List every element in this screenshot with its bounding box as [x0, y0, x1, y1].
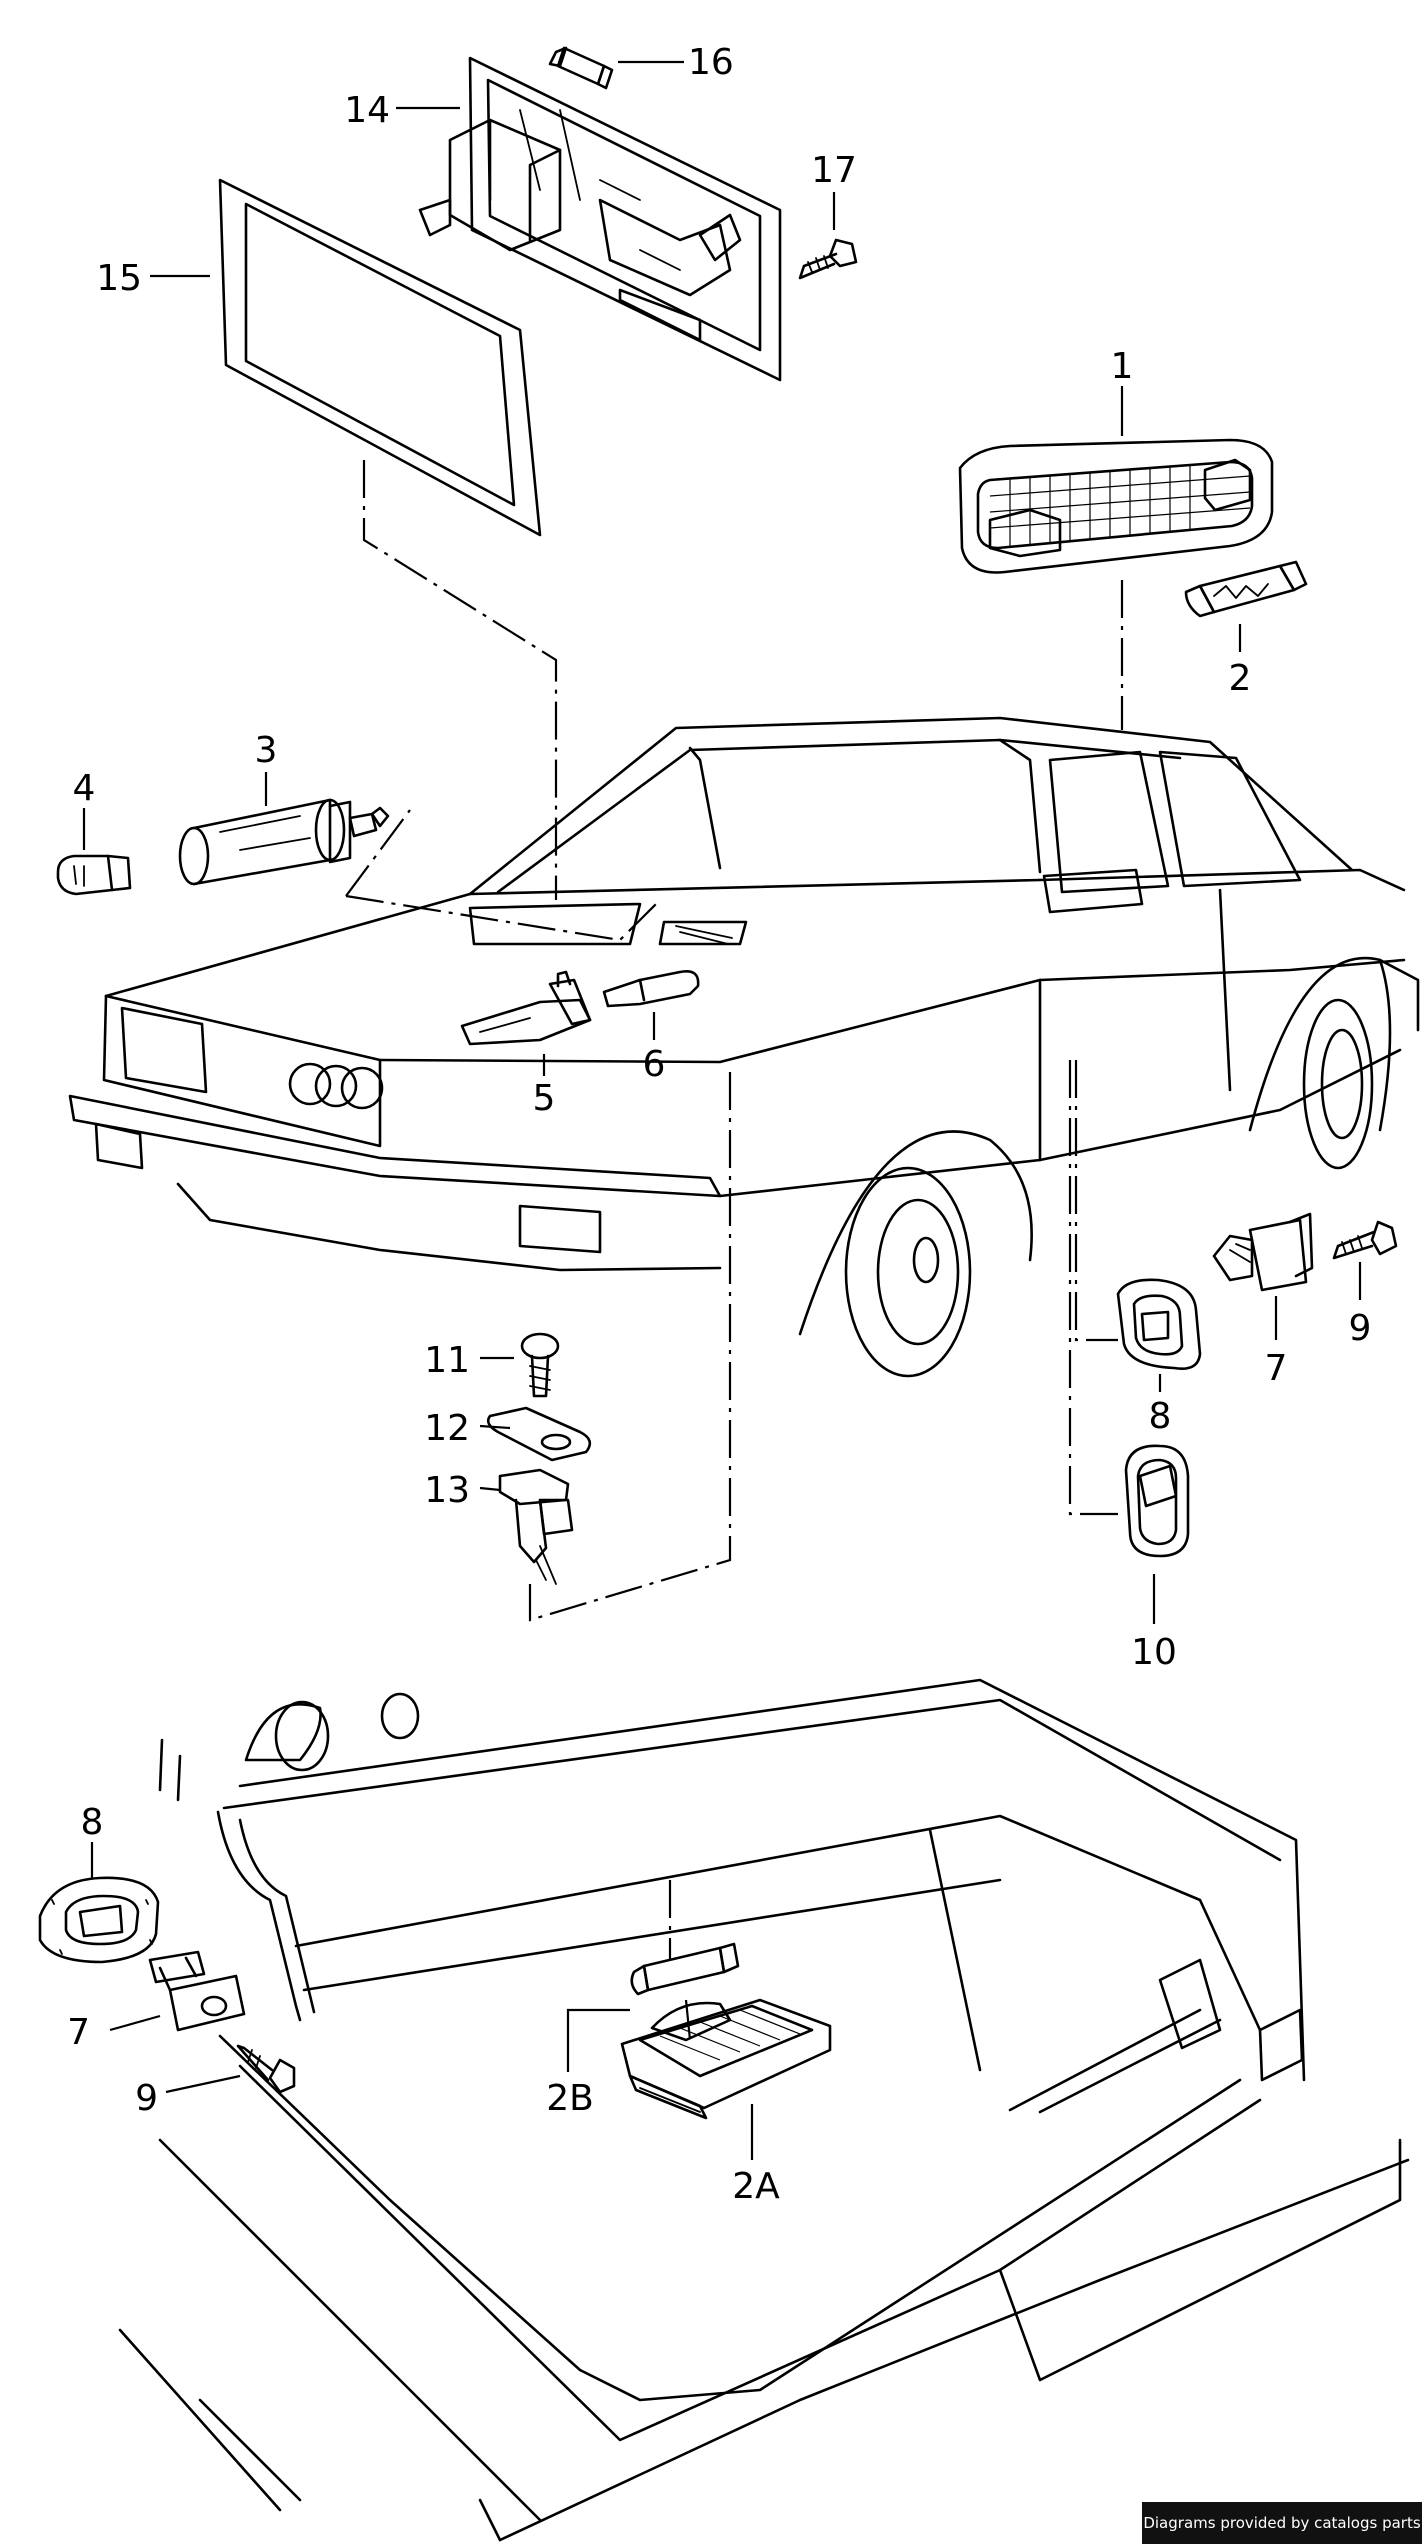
credit-badge: Diagrams provided by catalogs parts: [1142, 2502, 1422, 2544]
part-11-screw: [520, 1332, 560, 1398]
part-9-screw: [1332, 1220, 1398, 1260]
callout-12: 12: [424, 1408, 470, 1449]
callout-11: 11: [424, 1340, 470, 1381]
part-9b-screw: [236, 2044, 296, 2094]
car-illustration: [68, 716, 1420, 1378]
callout-1: 1: [1111, 346, 1134, 387]
part-5-switch: [460, 970, 592, 1046]
part-1-interior-light: [958, 438, 1274, 574]
callout-3: 3: [255, 730, 278, 771]
callout-6: 6: [643, 1044, 666, 1085]
callout-labels: 1 2 3 4 5 6 7 8 9 10 11 12 13 14 15 16 1…: [67, 42, 1371, 2207]
part-8b-rubber-boot: [38, 1876, 160, 1964]
part-2a-trunk-light: [620, 1998, 832, 2120]
part-7b-door-switch: [148, 1950, 246, 2032]
trunk-illustration: [118, 1678, 1410, 2542]
part-2-festoon-bulb: [1184, 560, 1308, 618]
callout-16: 16: [688, 42, 734, 83]
part-2b-festoon-bulb: [630, 1942, 740, 1996]
callout-2b: 2B: [546, 2078, 594, 2119]
part-12-plate: [486, 1406, 592, 1462]
callout-13: 13: [424, 1470, 470, 1511]
assembly-lines: [345, 460, 1126, 2041]
callout-15: 15: [96, 258, 142, 299]
part-15-lens-gasket: [218, 178, 542, 537]
part-10-switch-cover: [1124, 1444, 1190, 1558]
part-6-contact: [602, 970, 700, 1008]
part-4-bulb: [56, 854, 132, 896]
callout-17: 17: [811, 150, 857, 191]
callout-5: 5: [533, 1078, 556, 1119]
part-7-door-switch: [1212, 1212, 1314, 1292]
leader-lines: [82, 60, 1362, 2160]
part-17-screw: [798, 238, 858, 280]
callout-14: 14: [344, 90, 390, 131]
part-14-plate-light-housing: [418, 56, 782, 382]
callout-7b: 7: [67, 2012, 90, 2053]
callout-10: 10: [1131, 1632, 1177, 1673]
part-16-bulb: [548, 46, 614, 90]
callout-8: 8: [1149, 1396, 1172, 1437]
part-3-lamp-socket: [178, 798, 390, 886]
callout-2: 2: [1229, 658, 1252, 699]
callout-4: 4: [73, 768, 96, 809]
callout-9b: 9: [135, 2078, 158, 2119]
part-8-rubber-boot: [1116, 1278, 1202, 1370]
part-13-contact-switch: [498, 1468, 574, 1585]
callout-7: 7: [1265, 1348, 1288, 1389]
callout-9: 9: [1349, 1308, 1372, 1349]
callout-2a: 2A: [732, 2166, 780, 2207]
callout-8b: 8: [81, 1802, 104, 1843]
